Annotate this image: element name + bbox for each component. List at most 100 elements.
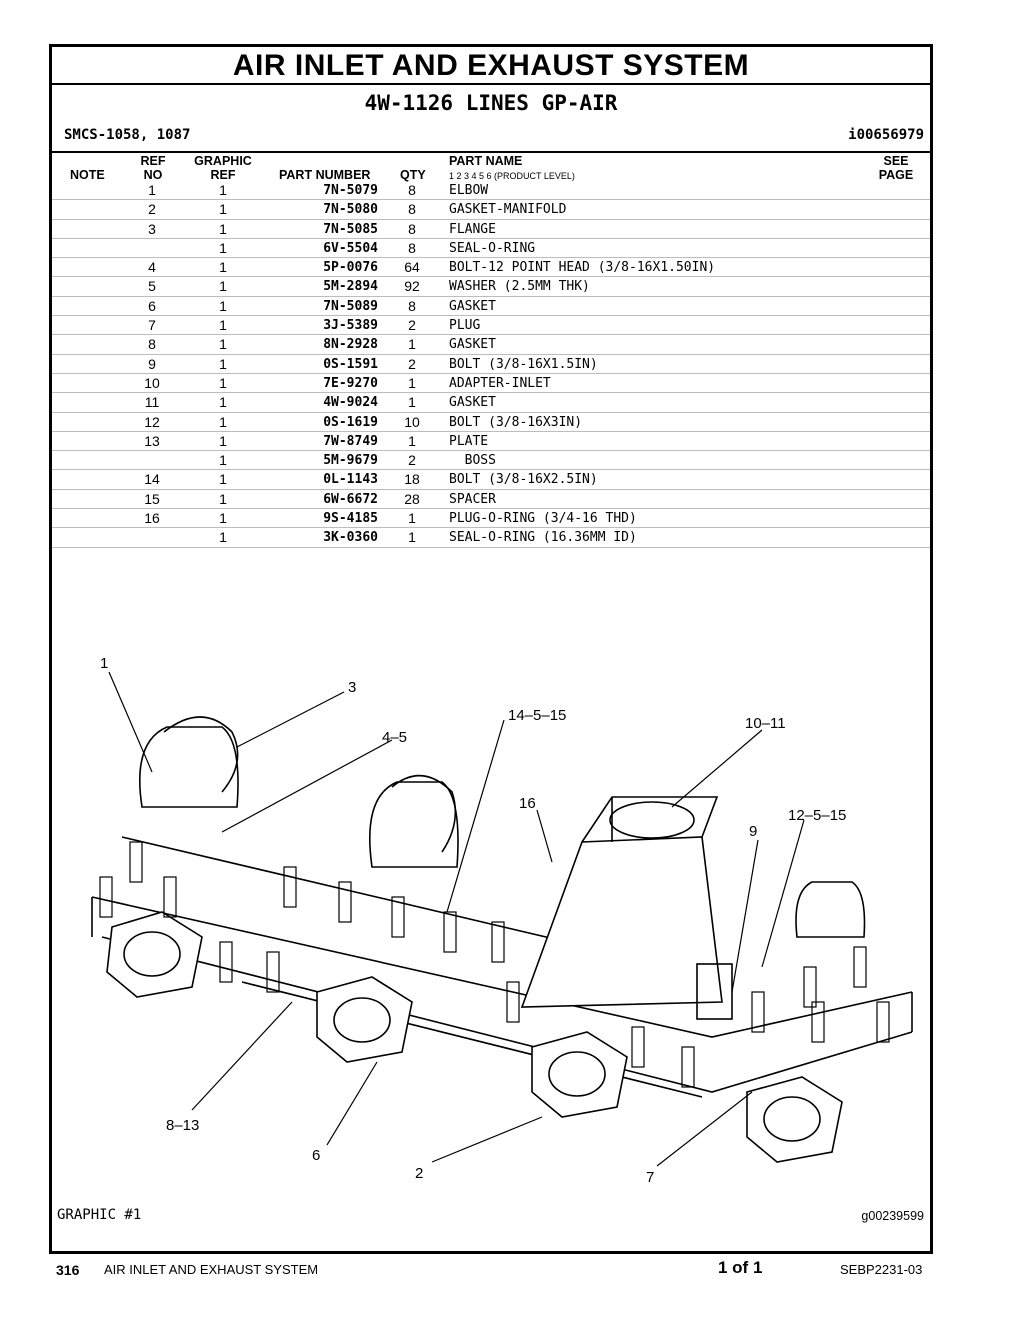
qty: 8	[408, 182, 416, 198]
page-title: AIR INLET AND EXHAUST SYSTEM	[52, 47, 930, 85]
page-count: 1 of 1	[718, 1258, 763, 1277]
part-number: 7N-5079	[323, 183, 378, 198]
part-row: 3 1 7N-5085 8 FLANGE	[52, 220, 930, 239]
part-name: BOLT (3/8-16X3IN)	[449, 414, 583, 430]
graphic-ref: 1	[219, 182, 227, 198]
part-name: GASKET-MANIFOLD	[449, 202, 567, 218]
callout-8-13: 8–13	[166, 1117, 199, 1134]
graphic-ref: 1	[219, 220, 227, 237]
ref-no: 5	[148, 278, 156, 295]
callout-7: 7	[646, 1169, 654, 1186]
part-name: PLUG	[449, 318, 481, 334]
graphic-ref: 1	[219, 452, 227, 469]
part-number: 6V-5504	[323, 240, 378, 256]
part-number: 5M-9679	[323, 453, 378, 469]
col-graphic-bottom: REF	[210, 168, 236, 182]
graphic-ref: 1	[219, 259, 227, 276]
col-part-number: PART NUMBER	[279, 168, 371, 182]
part-name: BOLT-12 POINT HEAD (3/8-16X1.50IN)	[449, 260, 716, 276]
part-name: GASKET	[449, 298, 496, 314]
graphic-ref: 1	[219, 336, 227, 353]
callout-2: 2	[415, 1165, 423, 1182]
graphic-ref: 1	[219, 510, 227, 527]
part-number: 8N-2928	[323, 337, 378, 353]
qty: 1	[408, 336, 416, 353]
part-name: BOLT (3/8-16X1.5IN)	[449, 356, 598, 372]
part-number: 6W-6672	[323, 491, 378, 507]
col-see-bottom: PAGE	[878, 168, 914, 182]
ref-no: 12	[144, 413, 160, 430]
part-name: ELBOW	[449, 183, 489, 198]
qty: 1	[408, 374, 416, 391]
part-name: BOLT (3/8-16X2.5IN)	[449, 472, 598, 488]
part-name: GASKET	[449, 337, 496, 353]
part-row: 1 1 7N-5079 8 ELBOW	[52, 181, 930, 201]
part-name: FLANGE	[449, 221, 496, 237]
qty: 2	[408, 452, 416, 469]
callout-12-5-15: 12–5–15	[788, 807, 846, 824]
callout-10-11: 10–11	[745, 715, 786, 732]
ref-no: 1	[148, 182, 156, 198]
qty: 10	[404, 413, 420, 430]
graphic-ref: 1	[219, 297, 227, 314]
graphic-ref: 1	[219, 471, 227, 488]
graphic-ref: 1	[219, 529, 227, 546]
callout-6: 6	[312, 1147, 320, 1164]
callout-1: 1	[100, 655, 108, 672]
qty: 8	[408, 239, 416, 256]
graphic-ref: 1	[219, 355, 227, 372]
qty: 1	[408, 394, 416, 411]
ref-no: 6	[148, 297, 156, 314]
part-number: 9S-4185	[323, 511, 378, 527]
page-frame: AIR INLET AND EXHAUST SYSTEM 4W-1126 LIN…	[49, 44, 933, 1254]
ref-no: 11	[144, 394, 160, 411]
document-id: i00656979	[848, 127, 924, 143]
part-name: ADAPTER-INLET	[449, 375, 551, 391]
col-see-top: SEE	[883, 154, 909, 168]
qty: 92	[404, 278, 420, 295]
footer-section: AIR INLET AND EXHAUST SYSTEM	[104, 1262, 319, 1277]
header-divider	[52, 151, 930, 153]
col-qty: QTY	[400, 168, 426, 182]
graphic-ref: 1	[219, 394, 227, 411]
qty: 8	[408, 297, 416, 314]
part-name: SEAL-O-RING	[449, 240, 536, 256]
document-number: SEBP2231-03	[840, 1262, 923, 1277]
callout-3: 3	[348, 679, 356, 696]
graphic-id: g00239599	[861, 1209, 924, 1223]
part-number: 7W-8749	[323, 433, 378, 449]
qty: 28	[404, 490, 420, 507]
qty: 1	[408, 510, 416, 527]
part-number: 0S-1619	[323, 414, 378, 430]
qty: 2	[408, 355, 416, 372]
ref-no: 13	[144, 432, 160, 449]
ref-no: 3	[148, 220, 156, 237]
callout-9: 9	[749, 823, 757, 840]
ref-no: 15	[144, 490, 160, 507]
ref-no: 9	[148, 355, 156, 372]
part-number: 7N-5085	[323, 221, 378, 237]
graphic-ref: 1	[219, 278, 227, 295]
qty: 8	[408, 220, 416, 237]
graphic-label: GRAPHIC #1	[57, 1207, 142, 1223]
graphic-ref: 1	[219, 201, 227, 218]
col-ref-top: REF	[140, 154, 166, 168]
callout-14-5-15: 14–5–15	[508, 707, 566, 724]
part-name: PLATE	[449, 433, 489, 449]
part-number: 3K-0360	[323, 530, 378, 546]
col-note: NOTE	[70, 168, 105, 182]
product-levels: 1 2 3 4 5 6 (PRODUCT LEVEL)	[449, 171, 575, 181]
